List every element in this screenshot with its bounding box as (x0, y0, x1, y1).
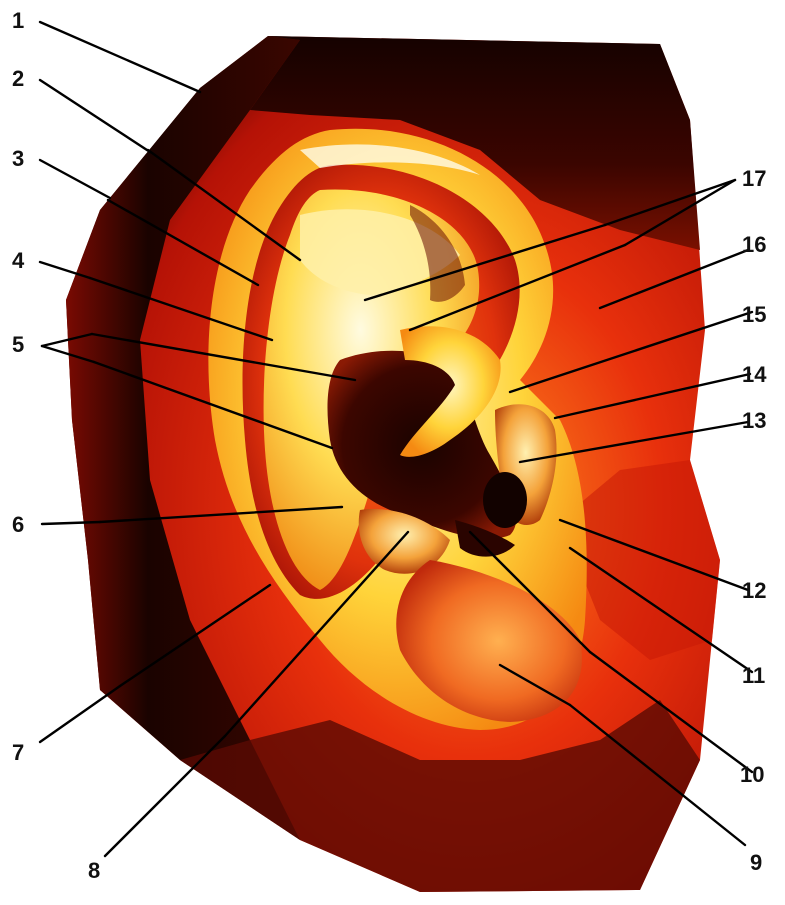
leader-line-8 (105, 736, 225, 856)
callout-11: 11 (742, 663, 765, 688)
leader-line-1 (40, 22, 200, 92)
external-acoustic-meatus (483, 472, 527, 528)
leader-line-7 (40, 686, 120, 742)
callout-3: 3 (12, 146, 24, 171)
callout-13: 13 (742, 408, 766, 433)
callout-14: 14 (742, 362, 767, 387)
callout-6: 6 (12, 512, 24, 537)
callout-9: 9 (750, 850, 762, 875)
callout-15: 15 (742, 302, 766, 327)
callout-16: 16 (742, 232, 766, 257)
callout-4: 4 (12, 248, 25, 273)
callout-10: 10 (740, 762, 764, 787)
callout-1: 1 (12, 8, 24, 33)
leader-line-2 (40, 80, 150, 152)
callout-8: 8 (88, 858, 100, 883)
callout-12: 12 (742, 578, 766, 603)
leader-line-3 (40, 160, 110, 198)
callout-17: 17 (742, 166, 766, 191)
callout-2: 2 (12, 66, 24, 91)
callout-7: 7 (12, 740, 24, 765)
callout-5: 5 (12, 332, 24, 357)
